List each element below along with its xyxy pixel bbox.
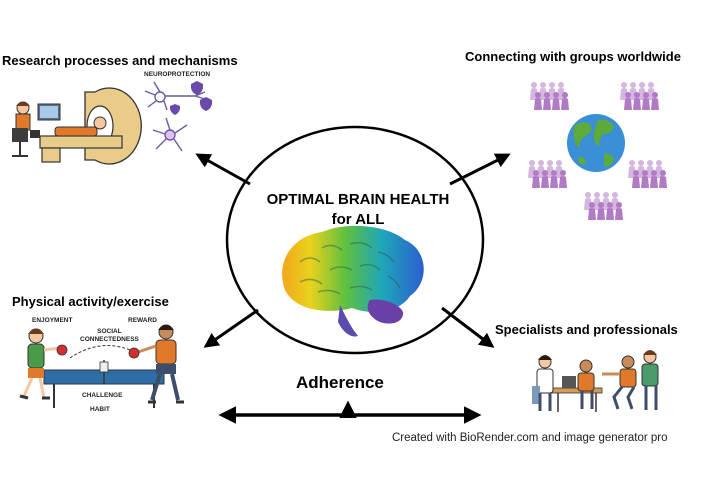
people-groups: [528, 82, 667, 220]
arrow-to-research: [195, 153, 251, 186]
social-connectedness-label: SOCIAL CONNECTEDNESS: [80, 328, 139, 343]
shield-icon: [170, 81, 212, 115]
enjoyment-label: ENJOYMENT: [32, 317, 73, 324]
people-group-icon: [530, 82, 569, 110]
brain-icon: [282, 225, 424, 337]
neuroprotection-label: NEUROPROTECTION: [144, 71, 211, 78]
people-group-icon: [628, 160, 667, 188]
people-group-icon: [584, 192, 623, 220]
neuron-icon: [144, 81, 206, 152]
arrow-to-groups: [449, 153, 511, 186]
topic-research: Research processes and mechanisms: [2, 53, 238, 68]
ping-pong-illustration: [19, 324, 184, 408]
center-title: OPTIMAL BRAIN HEALTH for ALL: [240, 190, 476, 230]
challenge-label: CHALLENGE: [82, 392, 123, 399]
center-title-line1: OPTIMAL BRAIN HEALTH: [266, 191, 450, 208]
center-ellipse: [225, 125, 485, 355]
topic-specialists: Specialists and professionals: [495, 322, 678, 337]
arrow-to-specialists: [441, 306, 495, 348]
arrow-to-physical: [203, 308, 259, 348]
reward-label: REWARD: [128, 317, 157, 324]
clinic-illustration: [532, 350, 659, 412]
people-group-icon: [620, 82, 659, 110]
credit-text: Created with BioRender.com and image gen…: [392, 432, 668, 444]
adherence-label: Adherence: [296, 373, 384, 392]
globe-icon: [567, 114, 625, 172]
mri-scanner-illustration: [12, 87, 142, 165]
habit-label: HABIT: [90, 406, 110, 413]
topic-physical: Physical activity/exercise: [12, 294, 169, 309]
topic-groups: Connecting with groups worldwide: [465, 49, 681, 64]
people-group-icon: [528, 160, 567, 188]
center-title-line2: for ALL: [331, 211, 385, 228]
